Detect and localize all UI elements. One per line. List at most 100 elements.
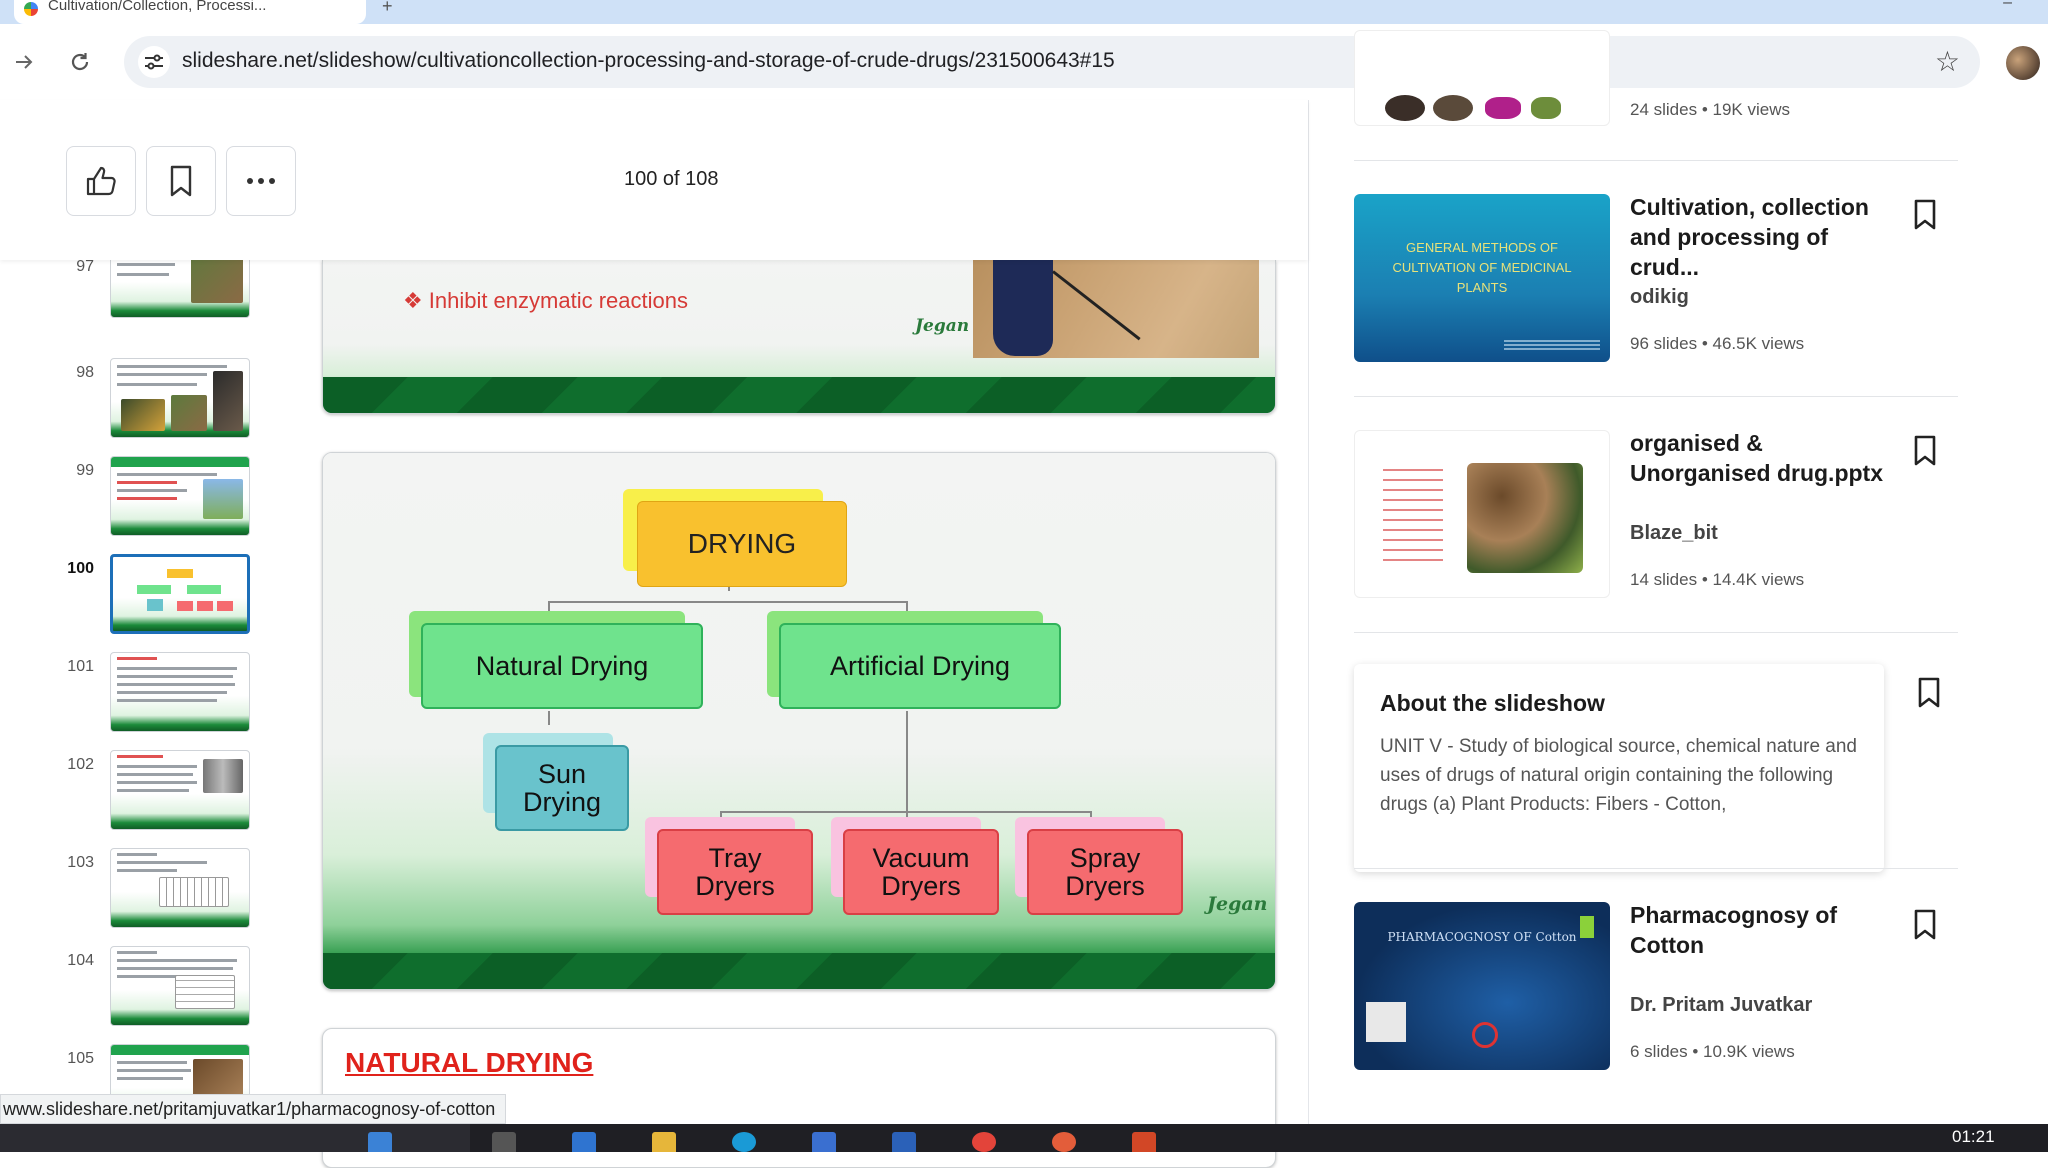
browser-toolbar: slideshare.net/slideshow/cultivationcoll… [0,24,2048,100]
thumbnail-image[interactable] [110,554,250,634]
thumbnail-number: 105 [67,1050,94,1067]
thumbnail-item[interactable]: 97 [0,260,270,350]
recommendation-author[interactable]: odikig [1630,286,1689,308]
reload-button[interactable] [62,44,98,80]
arrow-right-icon [16,55,33,69]
slide-bullet: ❖Inhibit enzymatic reactions [403,288,688,313]
recommendation-thumbnail[interactable]: GENERAL METHODS OF CULTIVATION OF MEDICI… [1354,194,1610,362]
thumbnail-number: 103 [67,854,94,871]
tune-icon [145,54,163,70]
thumbnail-item[interactable]: 103 [0,848,270,946]
recommendation-title[interactable]: Cultivation, collection and processing o… [1630,194,1869,280]
recommendation-thumbnail[interactable]: PHARMACOGNOSY OF Cotton [1354,902,1610,1070]
separator [1354,160,1958,161]
taskbar-clock: 01:21 [1952,1127,1995,1146]
slide-photo [973,260,1259,358]
bookmark-icon[interactable] [1912,434,1938,468]
recommendation-thumbnail[interactable] [1354,30,1610,126]
recommendation-item[interactable]: PHARMACOGNOSY OF Cotton Pharmacognosy of… [1354,902,1958,1074]
separator [1354,632,1958,633]
thumbnail-image[interactable] [110,358,250,438]
favicon-icon [24,2,38,16]
more-horizontal-icon [247,178,275,184]
tab-title: Cultivation/Collection, Processi... [48,0,267,14]
viewer-header: 100 of 108 [0,100,1308,260]
browser-tab[interactable]: Cultivation/Collection, Processi... [14,0,366,24]
separator [1354,396,1958,397]
file-explorer-icon[interactable] [652,1132,676,1152]
recommendation-item[interactable]: 24 slides • 19K views [1354,30,1958,128]
thumbnail-item[interactable]: 99 [0,456,270,554]
powerpoint-icon[interactable] [1132,1132,1156,1152]
bookmark-icon [170,165,192,197]
thumbnail-item[interactable]: 101 [0,652,270,750]
bookmark-star-icon[interactable]: ☆ [1934,46,1960,77]
bookmark-icon[interactable] [1912,198,1938,232]
site-info-button[interactable] [138,46,170,78]
thumbnail-number: 102 [67,756,94,773]
recommendation-meta: 96 slides • 46.5K views [1630,334,1805,353]
rake-shape [1052,270,1141,341]
slide-title: NATURAL DRYING [345,1047,594,1078]
recommendation-title[interactable]: Pharmacognosy of Cotton [1630,902,1838,958]
recommendation-author[interactable]: Dr. Pritam Juvatkar [1630,994,1813,1016]
thumbnail-item[interactable]: 104 [0,946,270,1044]
edge-icon[interactable] [732,1132,756,1152]
slide-signature: Jegan [915,316,970,336]
thumbnail-number: 97 [76,260,94,275]
thumbnail-number: 98 [76,364,94,381]
new-tab-icon[interactable]: + [382,0,393,16]
column-divider [1308,100,1309,1130]
separator [1354,868,1958,869]
slide-counter: 100 of 108 [624,168,719,190]
save-button[interactable] [146,146,216,216]
thumbnail-number: 101 [67,658,94,675]
recommendation-thumbnail[interactable] [1354,430,1610,598]
taskbar-search[interactable] [0,1124,470,1152]
more-options-button[interactable] [226,146,296,216]
bookmark-icon[interactable] [1916,676,1942,710]
taskbar: 01:21 [0,1124,2048,1152]
about-description: UNIT V - Study of biological source, che… [1380,736,1857,815]
thumbnail-image[interactable] [110,456,250,536]
recommendation-item[interactable]: GENERAL METHODS OF CULTIVATION OF MEDICI… [1354,194,1958,366]
weather-icon[interactable] [368,1132,392,1152]
thumbnail-number: 104 [67,952,94,969]
about-slideshow-card: About the slideshow UNIT V - Study of bi… [1354,664,1884,872]
thumbnail-item[interactable]: 102 [0,750,270,848]
mail-icon[interactable] [892,1132,916,1152]
thumbnail-image[interactable] [110,946,250,1026]
thumbnail-item-current[interactable]: 100 [0,554,270,652]
farmer-figure [993,260,1053,356]
chrome-icon[interactable] [1052,1132,1076,1152]
task-view-icon[interactable] [492,1132,516,1152]
like-button[interactable] [66,146,136,216]
tab-strip: Cultivation/Collection, Processi... + – [0,0,2048,24]
app-icon[interactable] [972,1132,996,1152]
about-title: About the slideshow [1380,690,1605,716]
bookmark-icon[interactable] [1912,908,1938,942]
reload-icon [71,53,89,71]
diagram-node-artificial-drying: Artificial Drying [779,623,1061,709]
thumbnail-item[interactable]: 98 [0,358,270,456]
address-bar[interactable]: slideshare.net/slideshow/cultivationcoll… [124,36,1980,88]
diamond-bullet-icon: ❖ [403,288,423,313]
thumbnail-image[interactable] [110,848,250,928]
recommendation-item[interactable]: organised & Unorganised drug.pptx Blaze_… [1354,430,1958,602]
minimize-icon[interactable]: – [2003,0,2012,11]
thumbnail-image[interactable] [110,652,250,732]
widgets-icon[interactable] [572,1132,596,1152]
recommendation-meta: 14 slides • 14.4K views [1630,570,1805,589]
thumbnail-image[interactable] [110,260,250,318]
status-bar-url: www.slideshare.net/pritamjuvatkar1/pharm… [0,1094,507,1124]
thumbnail-image[interactable] [110,750,250,830]
store-icon[interactable] [812,1132,836,1152]
recommendation-title[interactable]: organised & Unorganised drug.pptx [1630,430,1883,486]
url-text[interactable]: slideshare.net/slideshow/cultivationcoll… [182,49,1115,72]
recommendation-author[interactable]: Blaze_bit [1630,522,1718,544]
thumbs-up-icon [86,166,116,196]
profile-avatar[interactable] [2006,46,2040,80]
forward-button[interactable] [6,44,42,80]
